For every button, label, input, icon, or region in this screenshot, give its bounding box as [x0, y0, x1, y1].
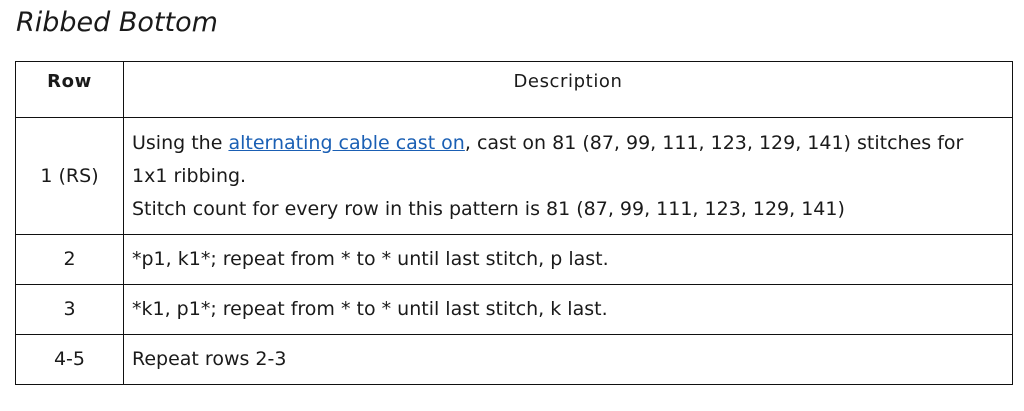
- table-header-row: Row Description: [15, 61, 1013, 118]
- table-row: 3 *k1, p1*; repeat from * to * until las…: [15, 284, 1013, 335]
- row-number-cell: 1 (RS): [15, 117, 124, 235]
- description-cell: *p1, k1*; repeat from * to * until last …: [123, 234, 1013, 285]
- description-cell: Using the alternating cable cast on, cas…: [123, 117, 1013, 235]
- row-number-cell: 4-5: [15, 334, 124, 385]
- description-line-1: Using the alternating cable cast on, cas…: [132, 127, 1004, 193]
- table-row: 1 (RS) Using the alternating cable cast …: [15, 117, 1013, 235]
- section-title: Ribbed Bottom: [16, 7, 218, 38]
- row-number-cell: 3: [15, 284, 124, 335]
- description-text: Using the: [132, 131, 229, 154]
- cast-on-link[interactable]: alternating cable cast on: [228, 131, 465, 154]
- description-cell: *k1, p1*; repeat from * to * until last …: [123, 284, 1013, 335]
- table-row: 2 *p1, k1*; repeat from * to * until las…: [15, 234, 1013, 285]
- row-number-cell: 2: [15, 234, 124, 285]
- pattern-table: Row Description 1 (RS) Using the alterna…: [15, 61, 1013, 385]
- header-description: Description: [123, 61, 1013, 118]
- table-row: 4-5 Repeat rows 2-3: [15, 334, 1013, 385]
- description-cell: Repeat rows 2-3: [123, 334, 1013, 385]
- description-line-2: Stitch count for every row in this patte…: [132, 197, 845, 220]
- header-row: Row: [15, 61, 124, 118]
- description-text: , cast on 81 (87, 99, 111, 123, 129, 141…: [132, 131, 964, 187]
